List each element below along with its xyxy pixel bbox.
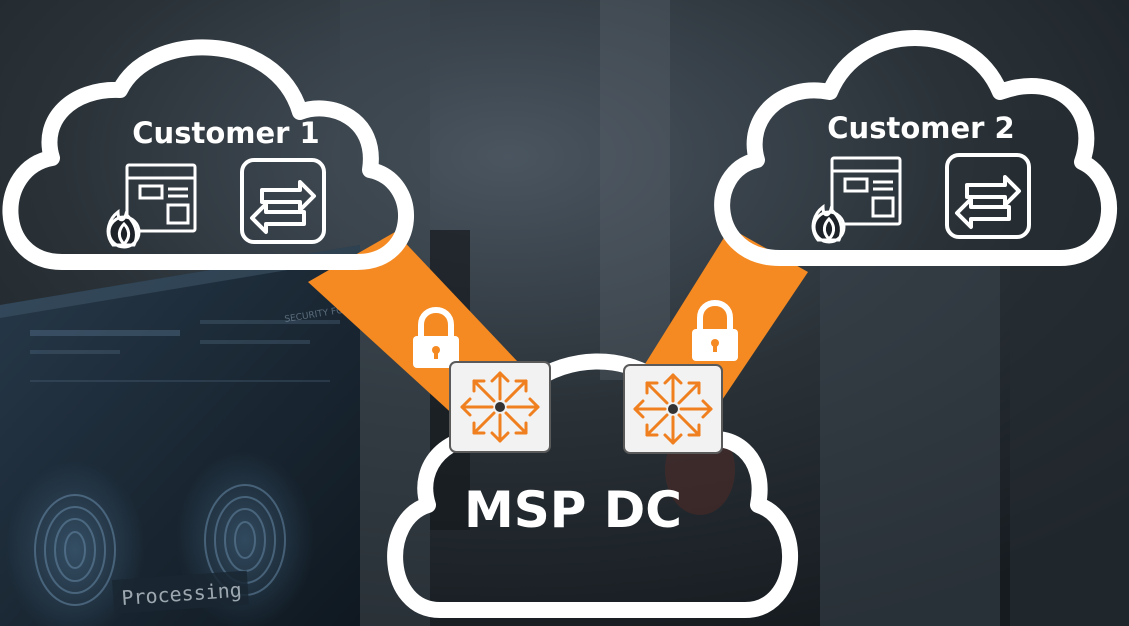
cloud-label-msp-dc: MSP DC	[464, 481, 682, 539]
firewall-icon	[811, 156, 902, 244]
gateway-icon	[449, 361, 551, 453]
cloud-customer-1: Customer 1	[2, 39, 414, 270]
switch-icon	[240, 158, 326, 244]
cloud-customer-2: Customer 2	[714, 30, 1118, 266]
firewall-icon	[106, 163, 197, 249]
lock-icon	[692, 300, 738, 361]
gateway-icon	[623, 364, 723, 454]
cloud-label-customer-2: Customer 2	[827, 111, 1014, 145]
cloud-msp-dc: MSP DC	[387, 353, 798, 618]
lock-icon	[413, 307, 459, 368]
cloud-label-customer-1: Customer 1	[132, 116, 319, 150]
fingerprint-icon	[5, 460, 145, 626]
switch-icon	[945, 153, 1031, 239]
